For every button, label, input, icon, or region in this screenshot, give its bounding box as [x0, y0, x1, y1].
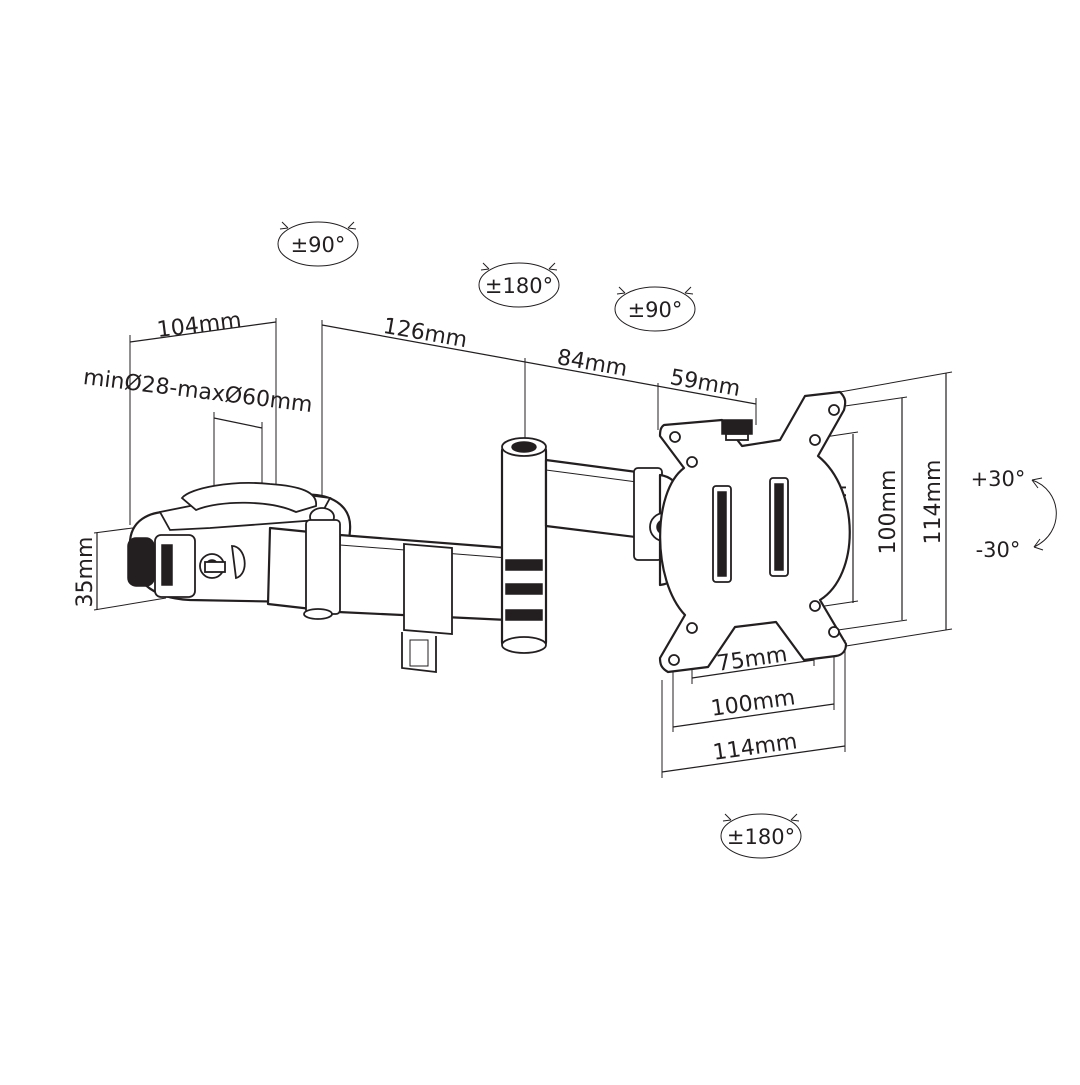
- label-arm-first-segment: 126mm: [381, 314, 469, 353]
- label-tilt-up: +30°: [971, 467, 1026, 491]
- dim-clamp-height: 35mm: [73, 526, 167, 611]
- rotation-arm-pivot: ±90°: [277, 221, 359, 267]
- tilt-arrow-icon: [1031, 479, 1057, 548]
- label-clamp-range: minØ28-maxØ60mm: [82, 365, 314, 418]
- label-arm-second-segment: 84mm: [555, 345, 629, 382]
- rotation-arrow-icon: [722, 813, 732, 822]
- rotation-arrow-icon: [616, 286, 626, 295]
- rotation-arrow-icon: [790, 813, 800, 822]
- arm-first-segment: [266, 519, 510, 674]
- label-head-depth: 59mm: [668, 365, 742, 402]
- rotation-arrow-icon: [279, 221, 289, 230]
- middle-joint: [500, 437, 548, 654]
- rotation-arrow-icon: [480, 262, 490, 271]
- label-vesa-75-h: 75mm: [715, 642, 789, 677]
- vesa-plate: [658, 390, 851, 674]
- label-plate-height: 114mm: [921, 460, 946, 545]
- label-head-swivel: ±90°: [628, 298, 683, 322]
- rotation-plate: ±180°: [720, 813, 802, 859]
- label-clamp-height: 35mm: [73, 537, 98, 608]
- rotation-arrow-icon: [347, 221, 357, 230]
- label-vesa-100-v: 100mm: [876, 470, 901, 555]
- tilt-indicator: +30° -30°: [971, 467, 1057, 562]
- label-plate-rotation: ±180°: [727, 825, 795, 849]
- label-vesa-100-h: 100mm: [709, 685, 797, 722]
- dim-plate-height: 114mm: [839, 371, 953, 647]
- label-tilt-down: -30°: [976, 538, 1021, 562]
- label-clamp-width: 104mm: [156, 308, 243, 343]
- rotation-head-swivel: ±90°: [614, 286, 696, 332]
- dim-vesa-100-v: 100mm: [837, 396, 908, 631]
- rotation-arrow-icon: [548, 262, 558, 271]
- label-plate-width: 114mm: [711, 729, 799, 766]
- rotation-arrow-icon: [684, 286, 694, 295]
- label-arm-pivot: ±90°: [291, 233, 346, 257]
- rotation-middle-joint: ±180°: [478, 262, 560, 308]
- label-middle-joint: ±180°: [485, 274, 553, 298]
